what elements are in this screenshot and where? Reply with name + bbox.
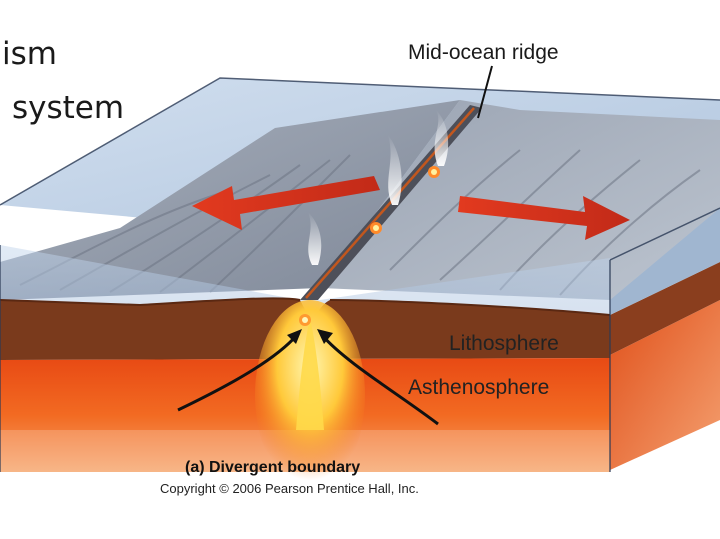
block-outline (0, 77, 720, 472)
sea-floor-right-plate (320, 100, 720, 300)
convection-arrow-right (320, 334, 439, 426)
convection-arrowhead-right (317, 329, 333, 344)
slide-heading-line-1: ism (2, 36, 57, 72)
asthenosphere-label: Asthenosphere (408, 376, 549, 399)
block-right-side-asthenosphere (610, 300, 720, 470)
spreading-arrow-left (192, 176, 380, 230)
copyright-notice: Copyright © 2006 Pearson Prentice Hall, … (160, 481, 419, 496)
block-right-side-lithosphere (610, 262, 720, 355)
magma-vent-glows (299, 166, 440, 326)
magma-conduit (296, 318, 324, 430)
lithosphere-label: Lithosphere (449, 332, 559, 355)
ridge-label-pointer (477, 65, 493, 119)
convection-arrow-left (177, 334, 299, 412)
block-right-side-water (610, 208, 720, 315)
mid-ocean-ridge-label: Mid-ocean ridge (408, 41, 559, 64)
ocean-water-front (0, 245, 610, 315)
hydrothermal-vents (308, 110, 449, 265)
slide-heading-line-2: system (12, 90, 125, 126)
spreading-arrow-right (458, 196, 630, 240)
convection-arrowhead-left (287, 329, 302, 344)
diagram-caption: (a) Divergent boundary (185, 459, 360, 476)
